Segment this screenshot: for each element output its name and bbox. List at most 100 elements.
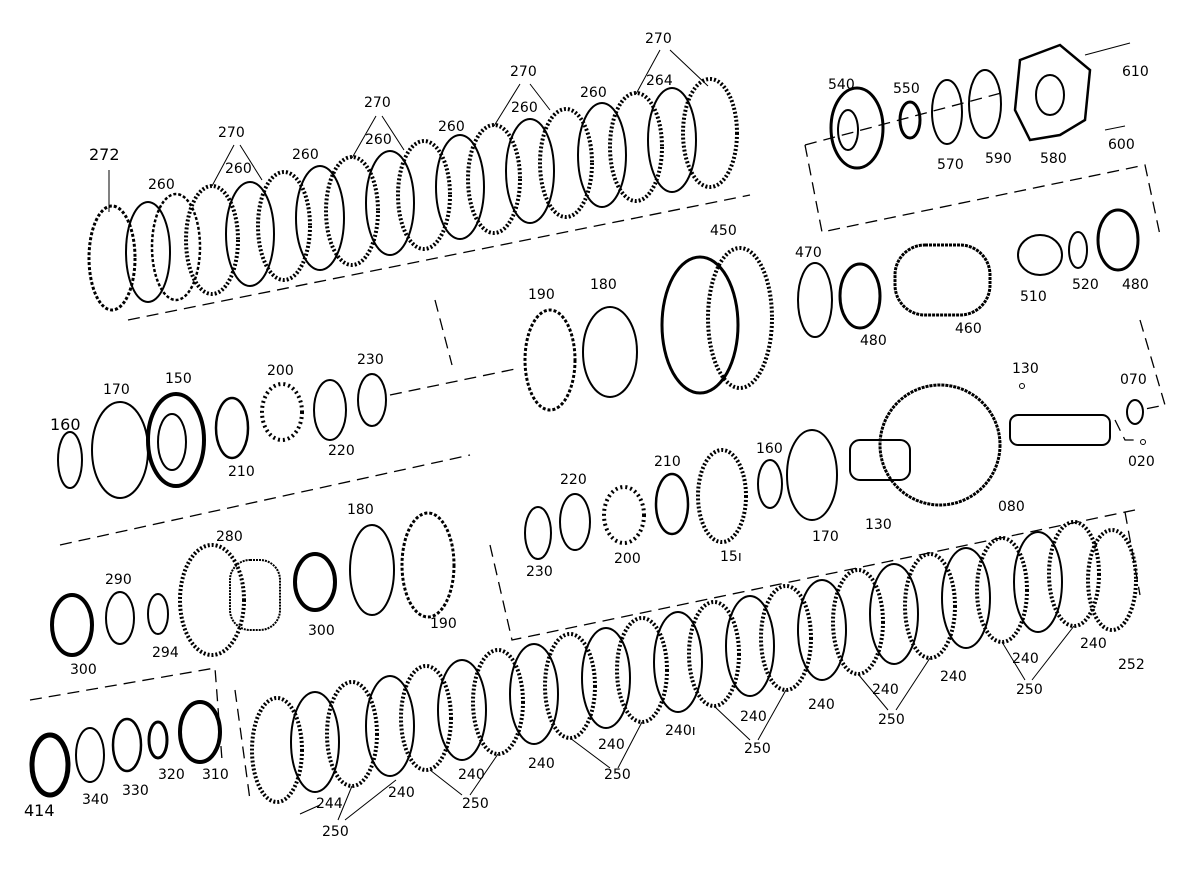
part-label-260: 260 bbox=[225, 161, 252, 177]
ring-520 bbox=[1068, 231, 1088, 269]
part-label-264: 264 bbox=[646, 73, 673, 89]
ring-590 bbox=[968, 69, 1002, 139]
pin-600 bbox=[1104, 125, 1126, 131]
part-label-280: 280 bbox=[216, 529, 243, 545]
part-label-520: 520 bbox=[1072, 277, 1099, 293]
part-label-150: 15ı bbox=[720, 549, 742, 565]
part-label-240: 240 bbox=[808, 697, 835, 713]
middle-right-group bbox=[660, 208, 1140, 395]
bolt-610 bbox=[1084, 42, 1131, 56]
bearing-480 bbox=[838, 262, 882, 330]
disc-240 bbox=[581, 627, 631, 729]
disc-240 bbox=[290, 691, 340, 793]
top-clutch-pack bbox=[87, 77, 739, 312]
disc-240 bbox=[509, 643, 559, 745]
ring-294 bbox=[147, 593, 169, 635]
part-label-260: 260 bbox=[438, 119, 465, 135]
bearing-300 bbox=[293, 552, 337, 612]
gear-280 bbox=[178, 543, 246, 657]
part-label-510: 510 bbox=[1020, 289, 1047, 305]
part-label-260: 260 bbox=[365, 132, 392, 148]
disc-240 bbox=[797, 579, 847, 681]
plate-190 bbox=[400, 511, 456, 619]
part-label-130: 130 bbox=[1012, 361, 1039, 377]
part-label-210: 210 bbox=[654, 454, 681, 470]
snap-ring-180 bbox=[349, 524, 395, 616]
ring-414 bbox=[29, 732, 71, 798]
part-label-270: 270 bbox=[364, 95, 391, 111]
part-label-180: 180 bbox=[590, 277, 617, 293]
plate-250 bbox=[325, 680, 379, 788]
part-label-460: 460 bbox=[955, 321, 982, 337]
plate-250 bbox=[831, 568, 885, 676]
disc-260 bbox=[365, 150, 415, 256]
part-label-330: 330 bbox=[122, 783, 149, 799]
disc-260 bbox=[295, 165, 345, 271]
part-label-240: 240 bbox=[1012, 651, 1039, 667]
part-label-200: 200 bbox=[614, 551, 641, 567]
ring-220 bbox=[559, 493, 591, 551]
part-label-200: 200 bbox=[267, 363, 294, 379]
part-label-240: 240 bbox=[458, 767, 485, 783]
ring-272 bbox=[87, 204, 137, 312]
housing-580-bore bbox=[1035, 74, 1065, 116]
part-label-250: 250 bbox=[462, 796, 489, 812]
ring-550 bbox=[898, 100, 922, 140]
part-label-190: 190 bbox=[528, 287, 555, 303]
part-label-252: 252 bbox=[1118, 657, 1145, 673]
plate-250 bbox=[1047, 520, 1101, 628]
part-label-540: 540 bbox=[828, 77, 855, 93]
disc-260 bbox=[225, 181, 275, 287]
disc-260 bbox=[125, 201, 171, 303]
part-label-170: 170 bbox=[812, 529, 839, 545]
part-label-310: 310 bbox=[202, 767, 229, 783]
ring-320 bbox=[147, 720, 169, 760]
part-label-240: 240 bbox=[1080, 636, 1107, 652]
ring-340 bbox=[75, 727, 105, 783]
part-label-340: 340 bbox=[82, 792, 109, 808]
disc-240 bbox=[653, 611, 703, 713]
part-label-480: 480 bbox=[860, 333, 887, 349]
disc-260 bbox=[577, 102, 627, 208]
disc-240 bbox=[725, 595, 775, 697]
part-label-250: 250 bbox=[322, 824, 349, 840]
bearing-310 bbox=[178, 700, 222, 764]
part-label-450: 450 bbox=[710, 223, 737, 239]
plate-250 bbox=[543, 632, 597, 740]
ring-230 bbox=[524, 506, 552, 560]
disc-240 bbox=[869, 563, 919, 665]
spring-200 bbox=[260, 382, 304, 442]
hub-280 bbox=[229, 559, 281, 631]
part-label-470: 470 bbox=[795, 245, 822, 261]
middle-row-parts bbox=[57, 306, 638, 499]
ball-130 bbox=[1019, 383, 1025, 389]
ring-570 bbox=[931, 79, 963, 145]
ring-220 bbox=[313, 379, 347, 441]
disc-240 bbox=[941, 547, 991, 649]
part-label-260: 260 bbox=[511, 100, 538, 116]
part-label-244: 244 bbox=[316, 796, 343, 812]
part-label-230: 230 bbox=[357, 352, 384, 368]
part-label-160: 160 bbox=[50, 415, 81, 434]
part-label-190: 190 bbox=[430, 616, 457, 632]
part-label-230: 230 bbox=[526, 564, 553, 580]
ring-330 bbox=[111, 717, 143, 773]
ring-160 bbox=[57, 431, 83, 489]
drum-080 bbox=[878, 383, 1002, 507]
drum-450 bbox=[660, 255, 740, 395]
part-label-270: 270 bbox=[510, 64, 537, 80]
plate-250 bbox=[903, 552, 957, 660]
part-label-610: 610 bbox=[1122, 64, 1149, 80]
shaft-080-end bbox=[1009, 414, 1111, 446]
bearing-540 bbox=[829, 86, 885, 170]
shaft-080 bbox=[849, 439, 911, 481]
part-label-240: 240ı bbox=[665, 723, 696, 739]
piston-150-inner bbox=[157, 413, 187, 471]
plate-270 bbox=[256, 170, 312, 282]
snap-ring-180 bbox=[582, 306, 638, 398]
plate-250 bbox=[615, 616, 669, 724]
piston-150 bbox=[146, 392, 206, 488]
part-label-240: 240 bbox=[598, 737, 625, 753]
disc-260 bbox=[150, 192, 202, 302]
